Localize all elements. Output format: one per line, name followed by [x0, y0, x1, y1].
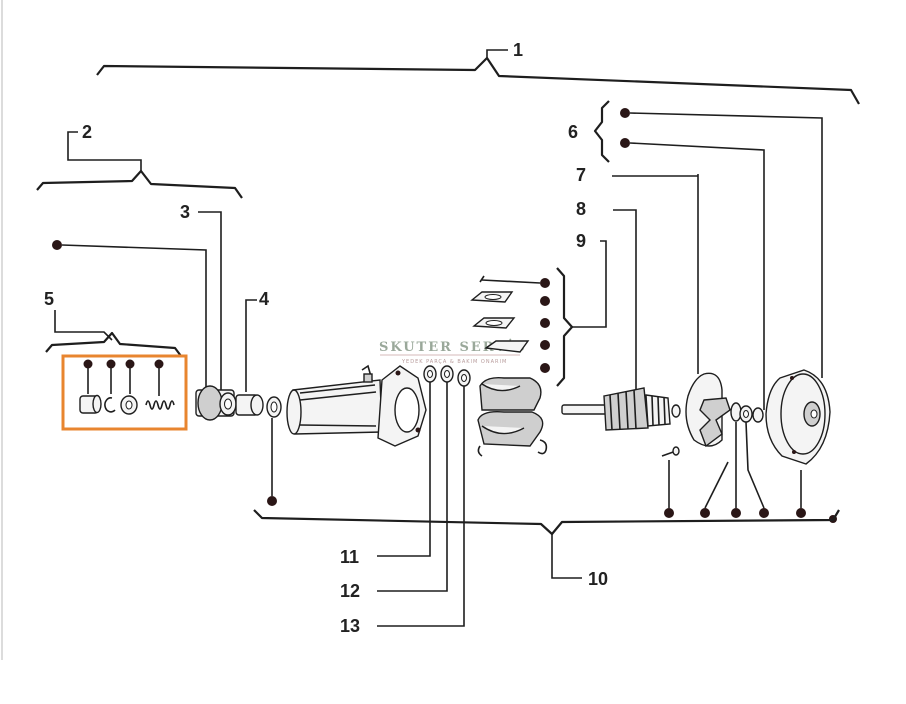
armature: 8 — [561, 199, 681, 431]
watermark-subtitle: YEDEK PARÇA & BAKIM ONARIM — [401, 359, 507, 365]
part-set-5 — [79, 359, 175, 415]
bracket-5: 5 — [44, 289, 182, 357]
bracket-6: 6 — [568, 100, 823, 410]
callout-dot — [106, 359, 116, 369]
callout-7-label: 7 — [576, 165, 586, 185]
callout-dot — [267, 496, 277, 506]
circlip — [104, 397, 116, 413]
motor-housing — [286, 364, 427, 447]
leader-3: 3 — [180, 202, 222, 390]
leader-11: 11 — [340, 382, 431, 567]
leader-12: 12 — [340, 382, 448, 601]
callout-dot — [52, 240, 62, 250]
callout-dot — [83, 359, 93, 369]
callout-2-label: 2 — [82, 122, 92, 142]
spring — [145, 400, 175, 410]
bracket-1: 1 — [96, 40, 860, 105]
brush-plate: 7 — [576, 165, 764, 448]
callout-9-label: 9 — [576, 231, 586, 251]
bracket-2: 2 — [36, 122, 243, 199]
callout-5-label: 5 — [44, 289, 54, 309]
callout-11-label: 11 — [340, 547, 359, 567]
leader-drive-gear — [52, 240, 207, 388]
leader-4: 4 — [245, 289, 269, 392]
leader-13: 13 — [340, 386, 465, 636]
bracket-10: 10 — [253, 509, 840, 589]
callout-12-label: 12 — [340, 581, 360, 601]
end-cover — [765, 369, 831, 465]
callout-dot — [125, 359, 135, 369]
watermark-title: SKUTER SERVİS — [379, 339, 527, 355]
callout-dot — [154, 359, 164, 369]
highlight-box — [61, 354, 188, 431]
callout-8-label: 8 — [576, 199, 586, 219]
watermark: SKUTER SERVİS YEDEK PARÇA & BAKIM ONARIM — [379, 339, 527, 365]
brush-set: 9 — [470, 231, 607, 457]
callout-13-label: 13 — [340, 616, 360, 636]
callout-4-label: 4 — [259, 289, 269, 309]
callout-6-label: 6 — [568, 122, 578, 142]
sleeve-4 — [235, 394, 282, 506]
drive-pinion — [195, 385, 237, 421]
washers-11-13 — [423, 365, 471, 387]
callout-10-label: 10 — [588, 569, 608, 589]
callout-3-label: 3 — [180, 202, 190, 222]
callout-1-label: 1 — [513, 40, 523, 60]
